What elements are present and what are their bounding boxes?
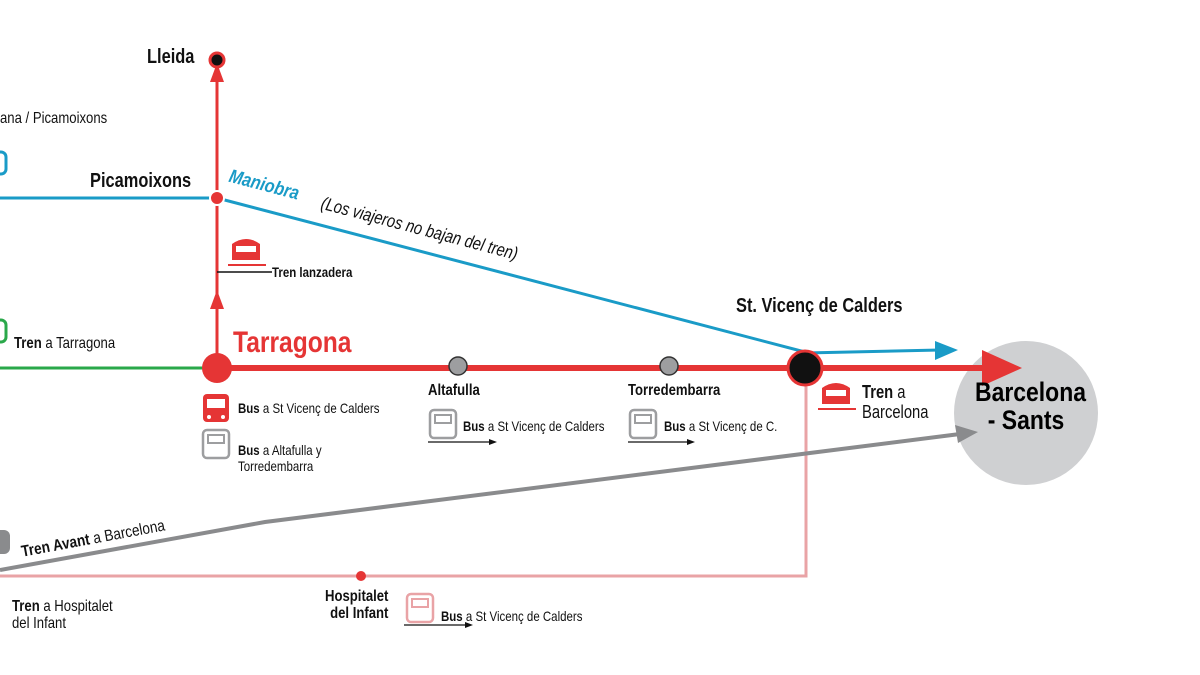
bus-icon-tarragona-grey	[201, 428, 231, 460]
hosp-tren-bold: Tren	[12, 598, 40, 615]
red-arrow-up-top	[210, 63, 224, 82]
train-icon-st-vicenc	[818, 383, 856, 410]
bus-icon-torredembarra	[628, 408, 658, 440]
blue-maniobra-line	[216, 196, 806, 354]
train-icon-blue-left	[0, 150, 8, 176]
label-tarragona-bus2: Bus a Altafulla y Torredembarra	[238, 442, 322, 474]
label-tarragona: Tarragona	[233, 326, 352, 359]
train-icon-grey-left	[0, 530, 10, 554]
station-hospitalet-dot	[356, 571, 366, 581]
hosp-tren-rest1: a Hospitalet	[43, 598, 113, 615]
svc-tren-rest2: Barcelona	[862, 402, 929, 422]
label-left-tren: Tren a Tarragona	[14, 335, 115, 353]
left-tren-bold: Tren	[14, 335, 42, 352]
station-picamoixons-dot	[209, 190, 225, 206]
tar-bus2-rest1: a Altafulla y	[262, 442, 322, 458]
pink-line-hospitalet	[0, 372, 808, 578]
torr-bus-rest: a St Vicenç de C.	[688, 418, 778, 434]
alta-bus-rest: a St Vicenç de Calders	[487, 418, 605, 434]
label-tren-lanzadera: Tren lanzadera	[272, 264, 353, 280]
label-barcelona-line2: - Sants	[987, 405, 1065, 435]
hosp-bus-bold: Bus	[441, 608, 463, 624]
station-lleida-dot	[208, 51, 226, 69]
alta-bus-bold: Bus	[463, 418, 485, 434]
station-tarragona-dot	[202, 353, 232, 383]
station-altafulla-dot	[448, 356, 468, 376]
label-st-vicenc: St. Vicenç de Calders	[736, 295, 903, 317]
bus-icon-altafulla	[428, 408, 458, 440]
svc-tren-rest1: a	[897, 382, 906, 402]
hosp-tren-rest2: del Infant	[12, 615, 66, 632]
label-st-vicenc-tren: Tren a Barcelona	[862, 382, 928, 422]
svc-tren-bold: Tren	[862, 382, 894, 402]
tar-bus1-rest: a St Vicenç de Calders	[262, 400, 380, 416]
blue-arrow-head	[935, 341, 958, 360]
red-arrow-head	[982, 350, 1022, 386]
left-tren-dest: a Tarragona	[45, 335, 116, 352]
label-picamoixons: Picamoixons	[90, 170, 192, 192]
label-hospitalet-tren: Tren a Hospitalet del Infant	[12, 598, 113, 632]
train-icon-lanzadera	[228, 239, 266, 266]
label-hospitalet: Hospitalet del Infant	[325, 588, 388, 622]
station-st-vicenc-dot	[786, 349, 824, 387]
label-altafulla: Altafulla	[428, 382, 480, 399]
label-hospitalet-bus: Bus a St Vicenç de Calders	[441, 608, 582, 624]
hosp-bus-rest: a St Vicenç de Calders	[465, 608, 583, 624]
label-barcelona-sants: Barcelona - Sants	[966, 378, 1086, 434]
torr-bus-bold: Bus	[664, 418, 686, 434]
bus-icon-tarragona-red	[203, 394, 229, 422]
label-torredembarra-bus: Bus a St Vicenç de C.	[664, 418, 777, 434]
grey-arrow-head	[955, 425, 978, 443]
label-lleida: Lleida	[147, 46, 195, 68]
label-hospitalet-line2: del Infant	[330, 605, 389, 622]
tar-bus1-bold: Bus	[238, 400, 260, 416]
train-icon-green-left	[0, 318, 8, 344]
label-top-left-partial: ana / Picamoixons	[0, 110, 108, 127]
tar-bus2-rest2: Torredembarra	[238, 458, 314, 474]
blue-line-east	[804, 348, 941, 355]
tar-bus2-bold: Bus	[238, 442, 260, 458]
red-arrow-up-mid	[210, 290, 224, 309]
label-altafulla-bus: Bus a St Vicenç de Calders	[463, 418, 604, 434]
bus-icon-hospitalet	[405, 592, 435, 624]
label-torredembarra: Torredembarra	[628, 382, 721, 399]
label-tarragona-bus1: Bus a St Vicenç de Calders	[238, 400, 379, 416]
grey-avant-line	[0, 432, 961, 572]
bus-arrow-altafulla	[428, 439, 497, 445]
bus-arrow-hospitalet	[404, 622, 473, 628]
label-barcelona-line1: Barcelona	[975, 377, 1086, 407]
label-hospitalet-line1: Hospitalet	[325, 588, 389, 605]
bus-arrow-torredembarra	[628, 439, 695, 445]
station-torredembarra-dot	[659, 356, 679, 376]
